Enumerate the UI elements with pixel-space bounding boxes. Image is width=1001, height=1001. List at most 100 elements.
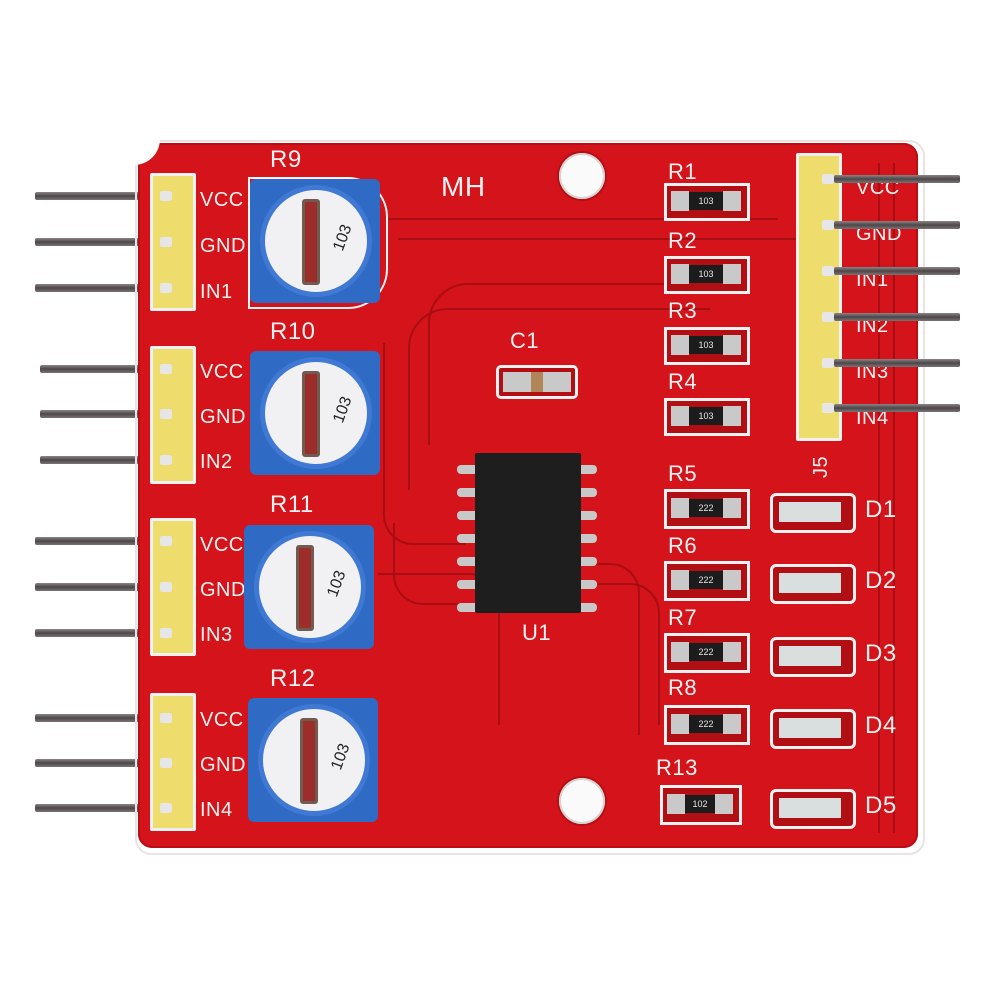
ic-pin: [457, 603, 479, 612]
header-pin: [35, 759, 170, 767]
pin-end: [160, 758, 172, 768]
resistor-ref-r2: R2: [668, 228, 698, 253]
pin-end: [160, 191, 172, 201]
trace: [393, 523, 495, 605]
resistor-ref-r5: R5: [668, 461, 698, 486]
pin-label-in4: IN4: [856, 407, 889, 429]
left-header-1: [150, 173, 196, 311]
led-d4: [770, 709, 856, 749]
pot-adjust-slot: [300, 718, 318, 804]
pin-label-vcc: VCC: [200, 189, 244, 211]
left-header-4: [150, 693, 196, 831]
right-header-labels: VCC GND IN1 IN2 IN3 IN4: [856, 165, 902, 441]
resistor-ref-r7: R7: [668, 605, 698, 630]
potentiometer-r12[interactable]: 103: [248, 698, 378, 822]
led-body: [779, 502, 841, 522]
cap-pad: [503, 372, 531, 392]
led-body: [779, 718, 841, 738]
pin-end: [160, 713, 172, 723]
res-pad: [723, 570, 741, 590]
res-pad: [671, 264, 689, 284]
trace: [598, 583, 660, 725]
potentiometer-r10[interactable]: 103: [250, 351, 380, 475]
ic-pin: [457, 465, 479, 474]
resistor-r5: 222: [664, 489, 750, 529]
pin-label-gnd: GND: [856, 223, 902, 245]
brand-label: MH: [441, 171, 486, 202]
potentiometer-r11[interactable]: 103: [244, 525, 374, 649]
header-pin: [40, 410, 170, 418]
res-code: 103: [689, 265, 723, 283]
res-pad: [723, 714, 741, 734]
res-pad: [723, 642, 741, 662]
pin-label-in2: IN2: [856, 315, 889, 337]
ic-body: [475, 453, 581, 613]
res-code: 102: [685, 795, 715, 813]
mounting-hole: [559, 778, 605, 824]
pin-label-in1: IN1: [200, 281, 233, 303]
pcb-board: MH VCC GND IN1 VCC GND IN2 VCC GND IN3 V…: [134, 139, 925, 855]
pin-label-in3: IN3: [200, 624, 233, 646]
pin-label-vcc: VCC: [200, 361, 244, 383]
ic-ref: U1: [522, 620, 552, 645]
header-pin: [35, 238, 170, 246]
header-pin: [834, 267, 960, 275]
ic-pin: [457, 580, 479, 589]
trace: [388, 218, 778, 220]
header-pin: [35, 629, 170, 637]
pot-ref-r10: R10: [270, 318, 316, 345]
header-ref-j5: J5: [810, 455, 832, 478]
ic-pin: [575, 557, 597, 566]
header-pin: [35, 714, 170, 722]
led-body: [779, 573, 841, 593]
led-body: [779, 798, 841, 818]
header-pin: [35, 284, 170, 292]
res-pad: [671, 714, 689, 734]
pin-end: [160, 364, 172, 374]
led-ref-d4: D4: [865, 712, 897, 739]
pin-end: [160, 803, 172, 813]
resistor-ref-r4: R4: [668, 369, 698, 394]
pin-end: [160, 536, 172, 546]
pot-adjust-slot: [302, 199, 320, 285]
pin-end: [160, 283, 172, 293]
ic-pin: [575, 465, 597, 474]
led-d3: [770, 637, 856, 677]
potentiometer-r9[interactable]: 103: [250, 179, 380, 303]
pot-ref-r9: R9: [270, 146, 302, 173]
resistor-ref-r8: R8: [668, 675, 698, 700]
header-pin: [40, 456, 170, 464]
res-pad: [723, 191, 741, 211]
header-pin: [35, 804, 170, 812]
res-pad: [671, 498, 689, 518]
pin-end: [160, 409, 172, 419]
pin-label-in2: IN2: [200, 451, 233, 473]
led-d1: [770, 493, 856, 533]
resistor-ref-r6: R6: [668, 533, 698, 558]
resistor-r8: 222: [664, 705, 750, 745]
led-ref-d1: D1: [865, 496, 897, 523]
res-pad: [671, 406, 689, 426]
pin-end: [822, 174, 834, 184]
ic-pin: [575, 488, 597, 497]
led-ref-d2: D2: [865, 567, 897, 594]
pin-label-gnd: GND: [200, 754, 246, 776]
res-code: 222: [689, 715, 723, 733]
res-pad: [723, 264, 741, 284]
ic-pin: [457, 488, 479, 497]
left-header-2: [150, 346, 196, 484]
header-pin: [35, 192, 170, 200]
pin-label-vcc: VCC: [856, 177, 900, 199]
mounting-hole: [559, 153, 605, 199]
left-header-3-labels: VCC GND IN3: [200, 523, 246, 658]
header-pin: [35, 537, 170, 545]
header-pin: [834, 404, 960, 412]
left-header-2-labels: VCC GND IN2: [200, 350, 246, 485]
res-pad: [723, 335, 741, 355]
ic-pin: [575, 603, 597, 612]
res-pad: [723, 498, 741, 518]
header-pin: [834, 359, 960, 367]
trace: [893, 163, 895, 833]
pot-ref-r12: R12: [270, 665, 316, 692]
header-pin: [834, 221, 960, 229]
